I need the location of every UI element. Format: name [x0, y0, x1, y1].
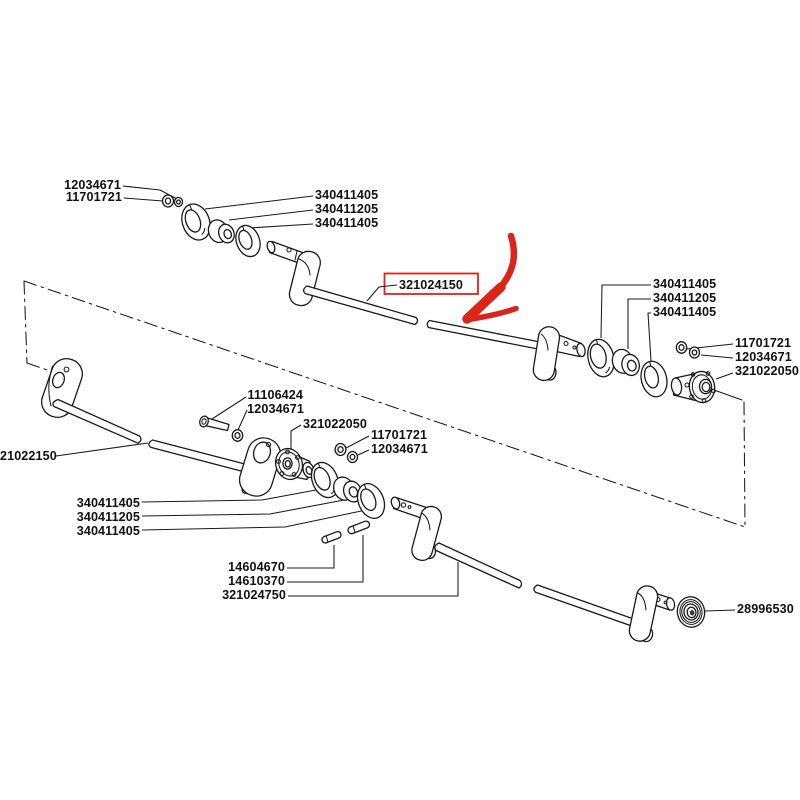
- part-number-br-1: 321024750: [222, 588, 286, 602]
- roll-pin-2: [347, 520, 371, 535]
- part-number-rn-1: 11701721: [735, 336, 791, 350]
- part-number-tw-2: 340411205: [315, 202, 378, 216]
- bushing-tr: [611, 348, 640, 377]
- leader-line-mc-1: [290, 424, 302, 449]
- leader-line-rn-2: [700, 354, 734, 359]
- part-number-bb-1: 28996530: [737, 602, 794, 616]
- part-number-mn-2: 12034671: [371, 442, 428, 456]
- leader-line-mn-1: [345, 435, 370, 449]
- leader-line-bw-1: [141, 489, 317, 503]
- part-number-bw-1: 340411405: [77, 496, 140, 510]
- red-arrow-shaft: [495, 232, 518, 293]
- leader-line-bp-1: [287, 545, 335, 569]
- leader-line-mn-2: [357, 449, 370, 456]
- highlighted-part-callout: 321024150: [366, 272, 479, 302]
- leader-line-tw-1: [204, 195, 314, 210]
- lock-washer-3: [346, 450, 359, 464]
- link-rod-bottom: [434, 542, 639, 629]
- red-arrow-barb: [463, 305, 519, 323]
- highlighted-part-number: 321024150: [399, 278, 463, 292]
- leader-line-mb-1: [211, 396, 247, 420]
- part-number-rw-3: 340411405: [653, 305, 716, 319]
- leader-line-mb-2: [237, 409, 248, 431]
- part-number-mb-1: 11106424: [248, 388, 303, 402]
- leader-line-bb-1: [704, 609, 736, 612]
- link-lever-tr: [532, 326, 561, 382]
- mounting-plate-right: [238, 437, 282, 497]
- red-arrow-head: [462, 282, 506, 324]
- lock-washer-1: [173, 196, 184, 208]
- link-lever-br: [628, 585, 659, 642]
- bushing-tl: [207, 219, 235, 244]
- nut-small-4: [334, 442, 347, 457]
- leader-line-bw-2: [141, 499, 345, 517]
- nut-small-1: [161, 194, 175, 208]
- leader-line-tw-3: [248, 223, 314, 229]
- reference-plane-lines: [23, 280, 746, 528]
- link-lever-bl: [411, 505, 443, 562]
- part-number-bw-2: 340411205: [77, 510, 140, 524]
- part-number-tl-1: 12034671: [64, 178, 121, 192]
- part-number-tw-3: 340411405: [315, 216, 378, 230]
- part-number-tw-1: 340411405: [315, 188, 378, 202]
- part-number-mb-2: 12034671: [247, 402, 304, 416]
- part-number-mc-1: 321022050: [303, 417, 367, 431]
- axis-dash-line-3: [743, 401, 746, 528]
- leader-line-tl-2: [123, 197, 164, 202]
- leader-line-tw-2: [228, 209, 314, 221]
- lock-washer-2: [688, 346, 701, 359]
- leader-line-rw-1: [600, 284, 651, 339]
- part-number-bp-1: 14604670: [228, 560, 285, 574]
- leader-line-rw-3: [647, 312, 652, 362]
- washer-ring-tl-2: [235, 224, 261, 258]
- axis-line-4: [713, 389, 743, 401]
- part-number-bp-2: 14610370: [228, 574, 285, 588]
- washer-ring-tr-2: [640, 360, 668, 398]
- pivot-bolt: [199, 415, 230, 432]
- mounting-plate-left: [40, 358, 84, 418]
- rubber-bushing: [676, 596, 706, 628]
- leader-line-ml-1: [55, 442, 149, 457]
- leader-line-bw-3: [141, 509, 367, 531]
- part-number-rw-2: 340411205: [653, 291, 716, 305]
- nut-small-2: [675, 341, 688, 354]
- highlight-leader-line: [366, 284, 398, 302]
- part-number-bw-3: 340411405: [77, 524, 140, 538]
- washer-ring-tr-1: [587, 338, 615, 378]
- link-rod-top: [302, 285, 547, 351]
- axis-dash-line-0: [23, 280, 28, 364]
- red-arrow: [462, 232, 519, 324]
- part-number-tl-2: 11701721: [66, 190, 122, 204]
- exploded-parts: [40, 194, 716, 643]
- axis-dash-line-2: [23, 280, 746, 528]
- leader-line-bp-2: [287, 535, 364, 583]
- nut-small-3: [231, 429, 244, 442]
- part-number-ml-1: 21022150: [0, 449, 57, 463]
- highlight-box: [383, 272, 479, 295]
- leader-line-rc-1: [715, 372, 734, 380]
- leader-lines: [55, 185, 736, 612]
- roll-pin-1: [321, 530, 342, 544]
- part-number-rn-2: 12034671: [735, 350, 792, 364]
- leader-line-br-1: [288, 562, 459, 597]
- axis-dash-line-1: [26, 362, 51, 372]
- leader-line-rw-2: [627, 298, 651, 349]
- part-number-rw-1: 340411405: [653, 277, 716, 291]
- link-rod-middle: [52, 398, 254, 475]
- washer-ring-m-2: [356, 483, 386, 519]
- coupling-hub-right: [670, 370, 716, 404]
- washer-ring-m-1: [310, 461, 340, 499]
- part-number-rc-1: 321022050: [735, 364, 799, 378]
- part-number-mn-1: 11701721: [371, 428, 427, 442]
- washer-ring-tl-1: [181, 203, 211, 241]
